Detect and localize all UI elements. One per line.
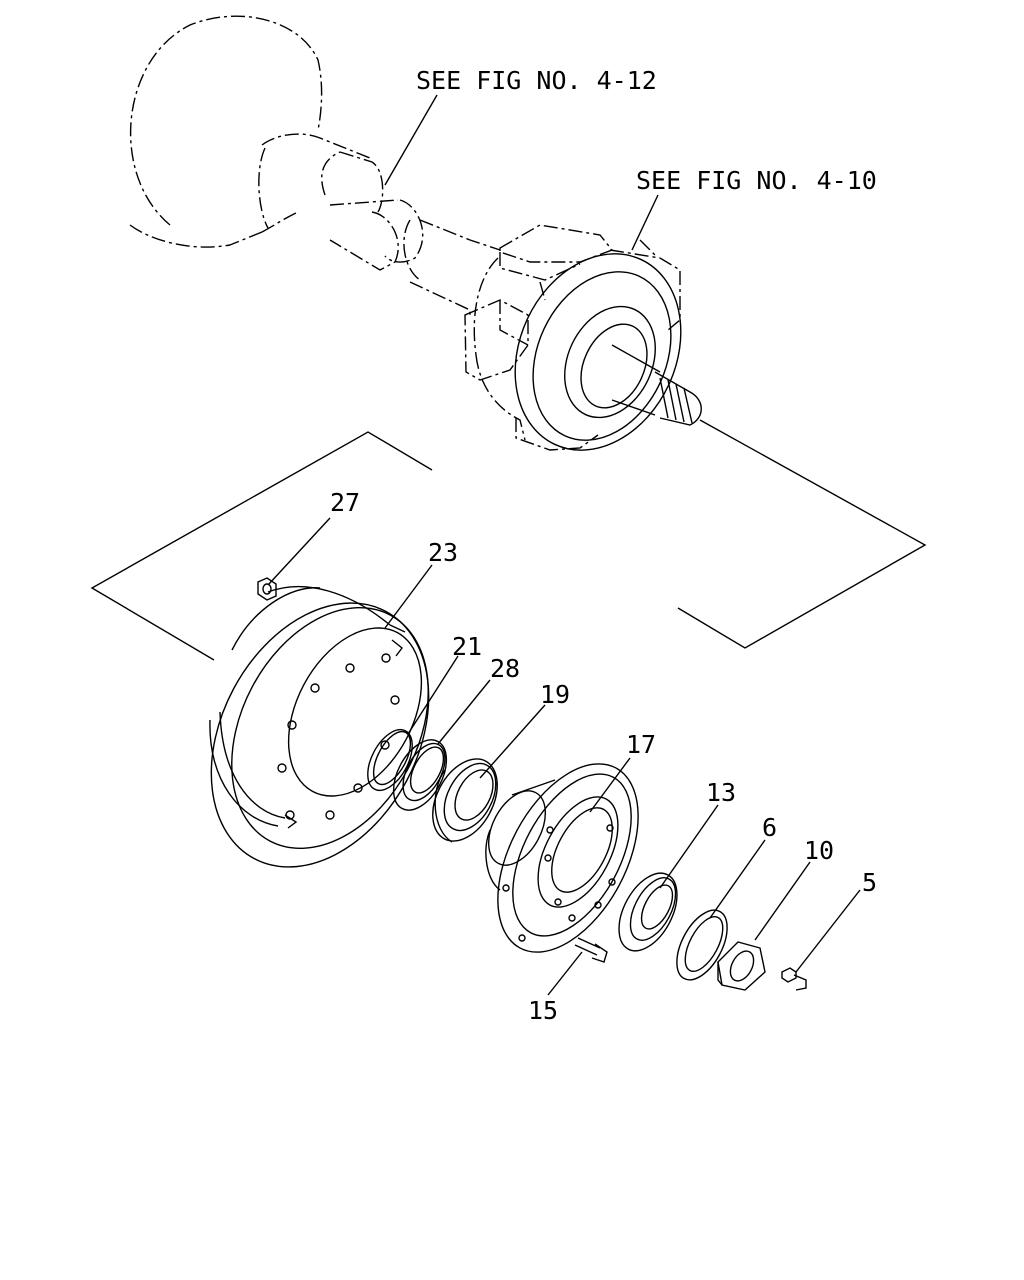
part-28-oil-seal [392, 739, 448, 811]
part-label-28: 28 [490, 654, 521, 683]
part-6-lock-washer [676, 909, 728, 981]
part-label-21: 21 [452, 632, 483, 661]
part-19-bearing [432, 758, 498, 843]
reference-label-upper: SEE FIG NO. 4-12 [416, 66, 657, 95]
leader-ref-upper [384, 94, 438, 186]
part-label-27: 27 [330, 488, 361, 517]
part-17-hub [485, 763, 639, 953]
part-23-brake-drum [209, 585, 430, 868]
assembly-bracket [90, 419, 927, 661]
leader-ref-lower [631, 194, 659, 251]
spindle [514, 253, 702, 451]
knuckle-housing-phantom [464, 224, 681, 451]
part-5-bolt [781, 967, 807, 991]
part-label-15: 15 [528, 996, 559, 1025]
axle-housing-phantom [129, 15, 501, 318]
part-label-23: 23 [428, 538, 459, 567]
part-label-6: 6 [762, 813, 778, 842]
part-label-10: 10 [804, 836, 835, 865]
part-15-hub-bolt [574, 937, 608, 963]
reference-label-lower: SEE FIG NO. 4-10 [636, 166, 877, 195]
part-10-hub-nut [717, 941, 766, 991]
part-label-19: 19 [540, 680, 571, 709]
part-label-17: 17 [626, 730, 657, 759]
part-13-bearing [618, 872, 678, 952]
part-21-snap-ring [367, 728, 413, 792]
part-label-5: 5 [862, 868, 878, 897]
part-27-nut [257, 577, 277, 601]
part-label-13: 13 [706, 778, 737, 807]
part-number-leaders [267, 517, 861, 996]
